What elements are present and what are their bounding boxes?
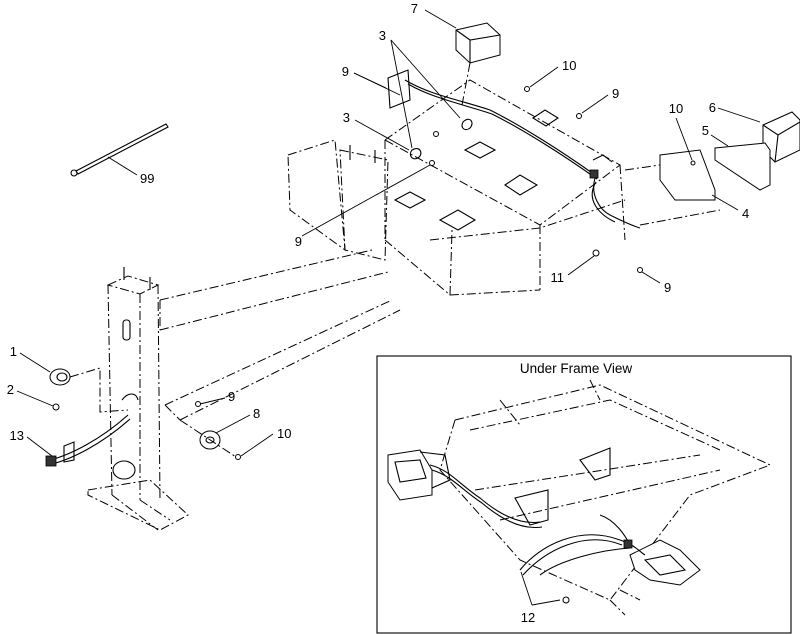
inset-border [376, 355, 792, 634]
bolt-10-lower [235, 454, 241, 460]
grommet-part-1 [49, 368, 71, 386]
leader-lines [16, 9, 761, 457]
harness-connector [589, 169, 599, 179]
callout-3-mid: 3 [343, 110, 350, 125]
rear-frame [287, 79, 626, 296]
front-post [87, 267, 189, 531]
callout-7: 7 [411, 1, 418, 16]
post-hole [112, 460, 136, 480]
inset-pad-2 [514, 489, 549, 526]
lamp-part-6 [762, 111, 800, 163]
inset-lamp-right [629, 539, 701, 586]
callout-4: 4 [742, 206, 749, 221]
nut-9-mid [429, 160, 435, 166]
pad-1 [393, 191, 427, 209]
callout-2: 2 [7, 382, 14, 397]
callout-10-top: 10 [562, 58, 576, 73]
under-frame-view-inset: Under Frame View 12 [376, 355, 792, 634]
callout-8: 8 [253, 406, 260, 421]
callout-9-right: 9 [612, 86, 619, 101]
callout-99: 99 [140, 171, 154, 186]
pad-5 [531, 109, 560, 127]
clamp-3-mid [409, 148, 422, 160]
bolt-11 [592, 249, 600, 257]
rear-wire-harness [404, 79, 641, 229]
pad-4 [504, 174, 539, 196]
pad-3 [463, 141, 497, 159]
callout-13: 13 [10, 428, 24, 443]
callout-9-lower: 9 [228, 389, 235, 404]
callout-9-mid: 9 [295, 234, 302, 249]
inset-pad-1 [579, 447, 611, 481]
pad-2 [438, 209, 477, 231]
cable-tie-part [70, 123, 169, 177]
bracket-part-5 [714, 142, 771, 191]
nut-9-lower [195, 401, 201, 407]
callout-10-right: 10 [669, 101, 683, 116]
callout-9-bottom: 9 [664, 280, 671, 295]
callout-3-top: 3 [379, 28, 386, 43]
inset-title: Under Frame View [520, 361, 633, 376]
nut-9-right [576, 113, 582, 119]
bracket-part-4 [659, 149, 716, 201]
post-foot-plate [87, 479, 189, 531]
nut-part-2 [52, 403, 60, 411]
post-slot [122, 319, 131, 341]
callout-12: 12 [521, 610, 535, 625]
plug-connector [45, 455, 57, 467]
callout-6: 6 [709, 100, 716, 115]
callout-11: 11 [551, 270, 565, 285]
nut-9-top [433, 131, 439, 137]
harness-part-13 [45, 414, 131, 467]
tongue-beam [159, 249, 401, 421]
bracket-left-top [387, 69, 411, 109]
lamp-part-7 [455, 22, 501, 64]
side-plate-right [339, 149, 389, 261]
nut-9-bottom [637, 267, 643, 273]
callout-9-top: 9 [342, 64, 349, 79]
callout-labels: 7 3 9 10 9 3 9 10 6 5 4 11 9 99 1 2 13 9… [7, 1, 749, 443]
callout-1: 1 [10, 344, 17, 359]
callout-5: 5 [702, 123, 709, 138]
bolt-10-top [524, 86, 530, 92]
clamp-3-top [461, 118, 473, 131]
inset-bolt-12 [562, 596, 570, 604]
callout-10-lower: 10 [277, 426, 291, 441]
